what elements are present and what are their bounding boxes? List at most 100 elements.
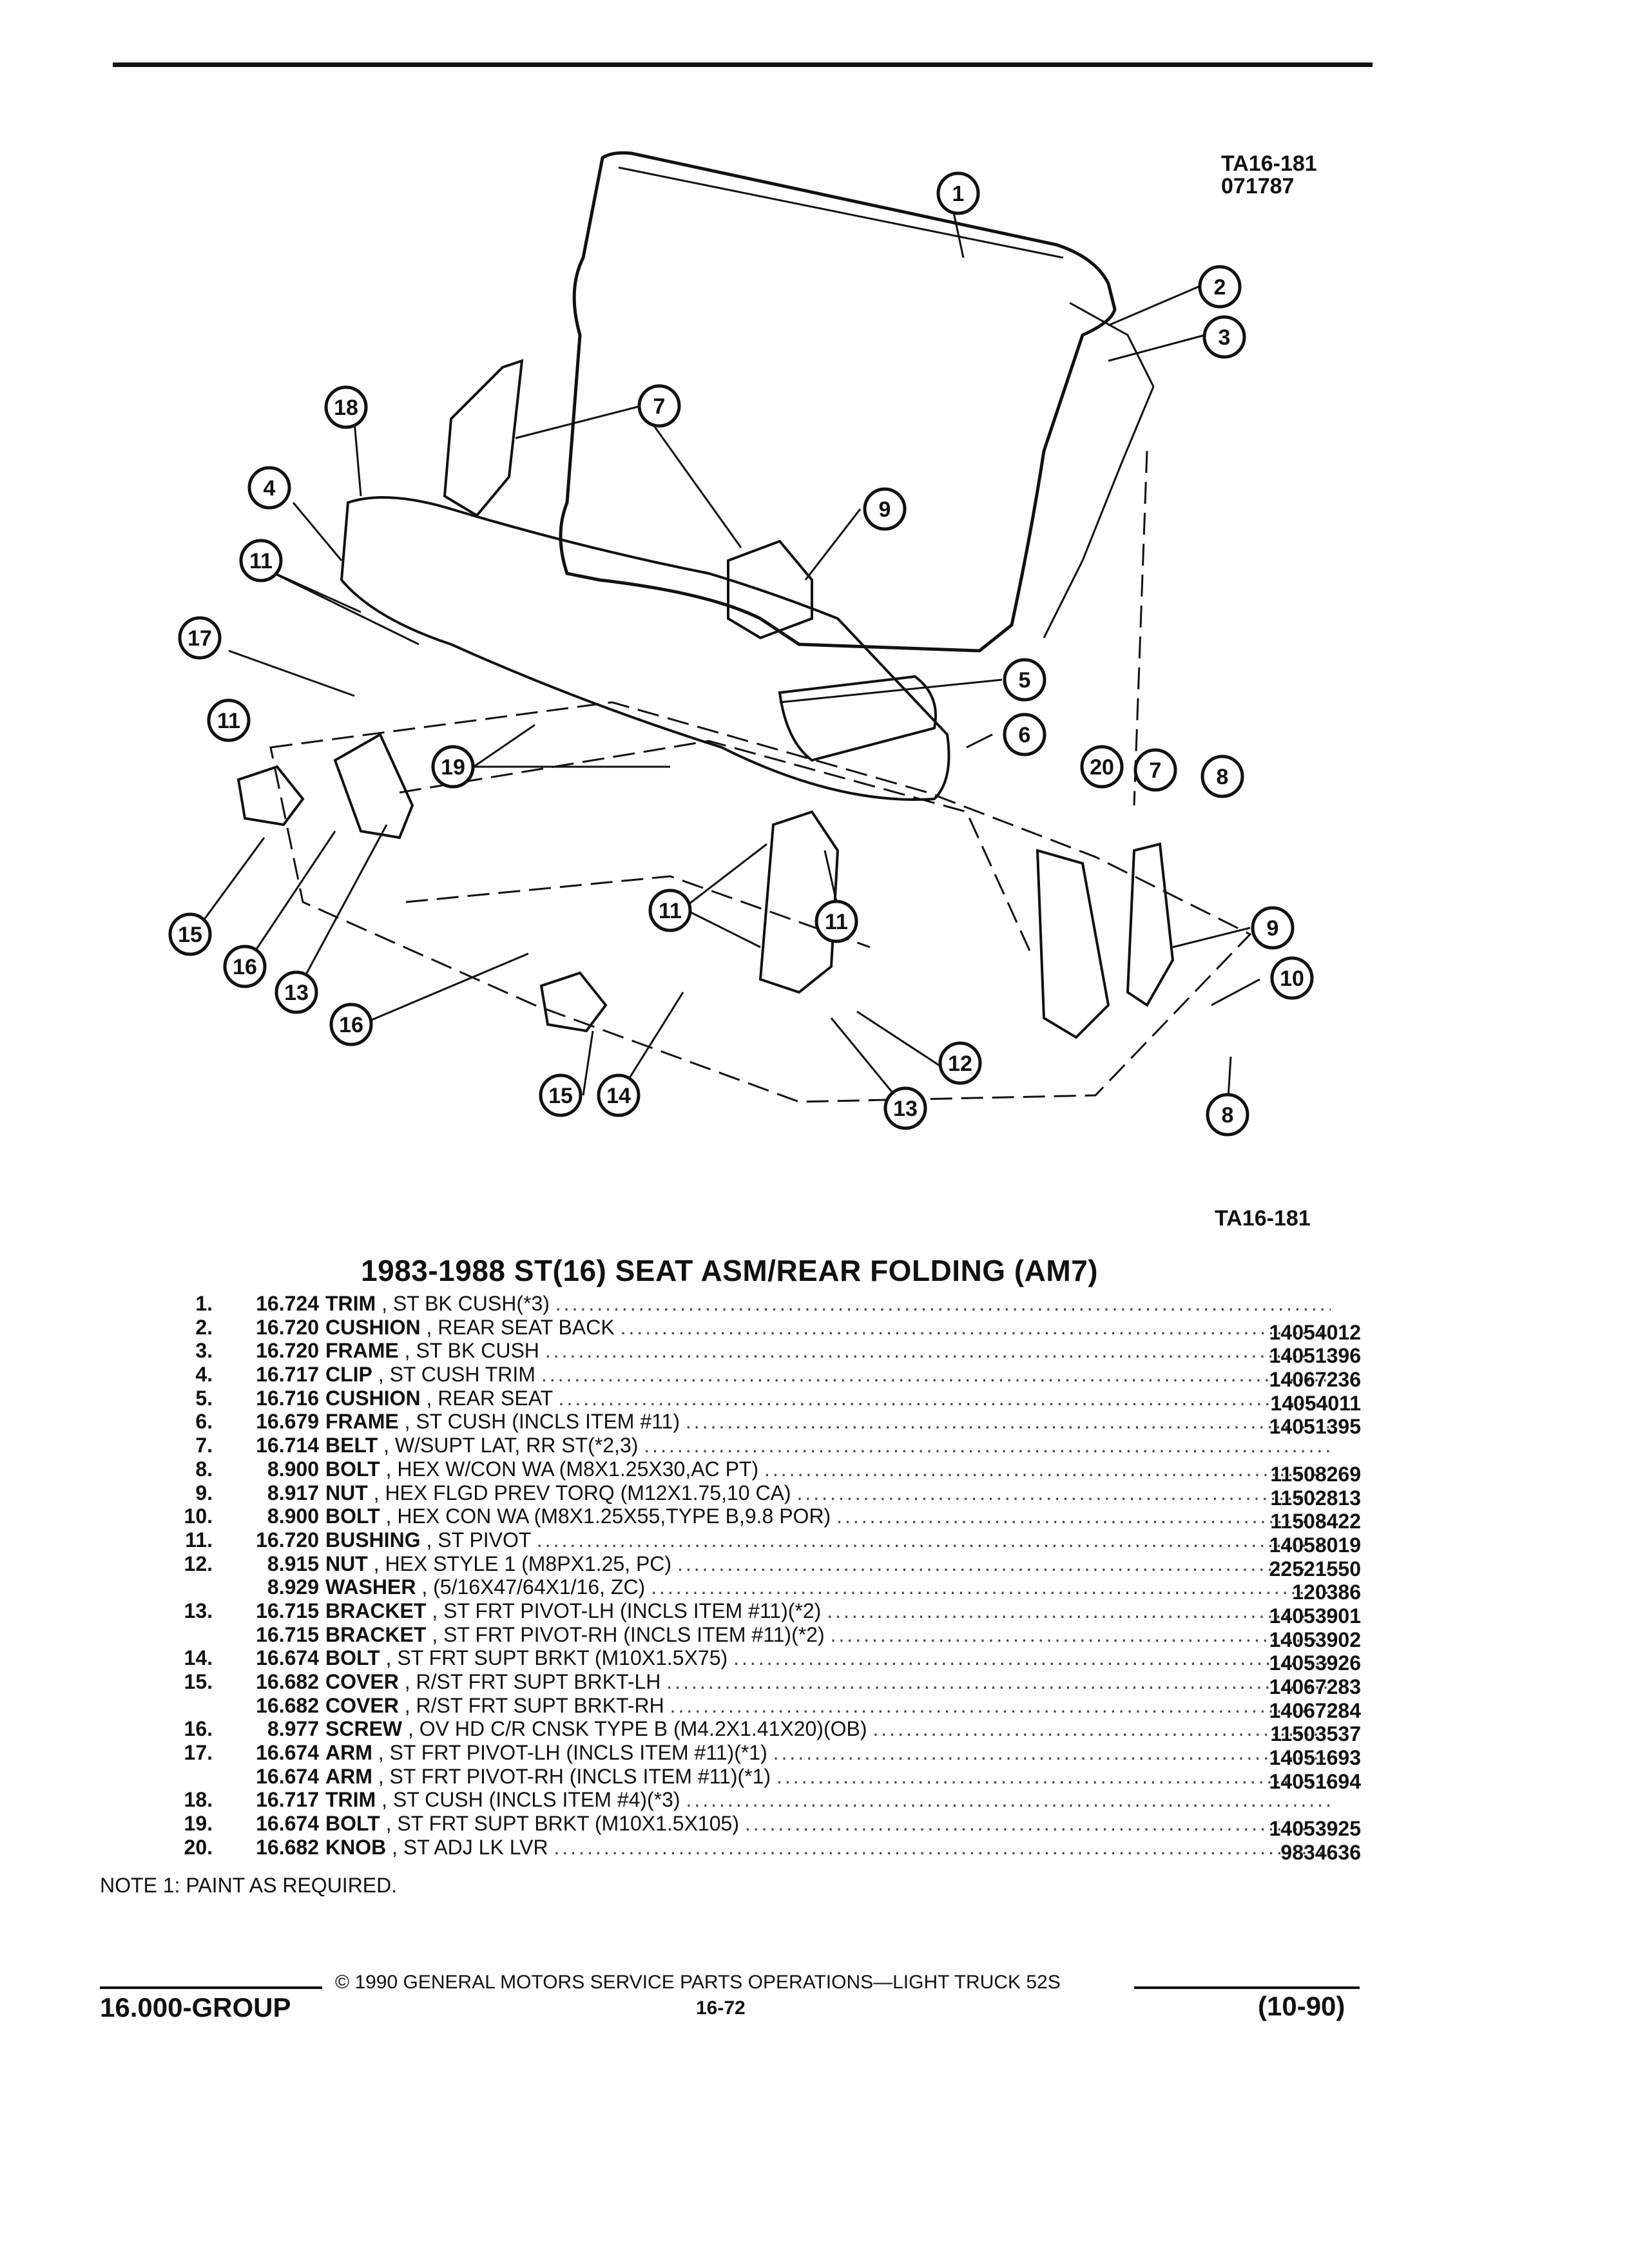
callout-14: 14 <box>597 1073 641 1117</box>
part-description: KNOB , ST ADJ LK LVR ...................… <box>325 1835 1331 1859</box>
group-number: 16.720 <box>256 1339 319 1363</box>
group-number: 8.977 <box>267 1717 319 1741</box>
group-number: 16.674 <box>256 1741 319 1765</box>
svg-text:11: 11 <box>217 709 240 733</box>
part-number: 11503537 <box>1270 1722 1361 1746</box>
item-number: 11. <box>185 1528 213 1552</box>
item-number: 4. <box>195 1363 213 1387</box>
callout-19: 19 <box>431 745 475 789</box>
callout-3: 3 <box>1202 315 1246 359</box>
callout-11: 11 <box>207 698 251 742</box>
svg-text:15: 15 <box>178 923 202 947</box>
item-number: 1. <box>195 1292 213 1315</box>
callout-17: 17 <box>178 616 222 660</box>
part-number: 14051693 <box>1269 1746 1361 1770</box>
leader-lines <box>192 212 1260 1109</box>
part-description: BRACKET , ST FRT PIVOT-LH (INCLS ITEM #1… <box>325 1599 1331 1622</box>
callout-16: 16 <box>223 945 267 988</box>
svg-text:12: 12 <box>948 1052 972 1076</box>
svg-text:11: 11 <box>659 899 682 923</box>
part-number: 11508269 <box>1270 1462 1361 1486</box>
callout-13: 13 <box>275 970 318 1014</box>
group-number: 16.679 <box>256 1410 319 1434</box>
group-number: 8.915 <box>267 1552 319 1575</box>
part-description: NUT , HEX STYLE 1 (M8PX1.25, PC) .......… <box>325 1552 1331 1575</box>
part-description: NUT , HEX FLGD PREV TORQ (M12X1.75,10 CA… <box>325 1481 1331 1504</box>
group-number: 16.717 <box>256 1788 319 1812</box>
part-description: CUSHION , REAR SEAT BACK ...............… <box>325 1315 1331 1339</box>
callout-6: 6 <box>1003 713 1046 756</box>
item-number: 14. <box>184 1646 213 1670</box>
part-number: 14067283 <box>1269 1675 1361 1698</box>
item-number: 8. <box>195 1457 213 1481</box>
part-description: CLIP , ST CUSH TRIM ....................… <box>325 1363 1331 1387</box>
svg-text:3: 3 <box>1219 325 1231 350</box>
part-description: BOLT , HEX CON WA (M8X1.25X55,TYPE B,9.8… <box>325 1504 1331 1528</box>
item-number: 10. <box>184 1504 213 1528</box>
part-description: BUSHING , ST PIVOT .....................… <box>325 1528 1331 1552</box>
svg-text:1: 1 <box>952 182 965 206</box>
item-number: 20. <box>184 1835 213 1859</box>
part-description: COVER , R/ST FRT SUPT BRKT-RH ..........… <box>325 1693 1331 1717</box>
callout-13: 13 <box>883 1086 927 1130</box>
part-number: 14053926 <box>1269 1651 1361 1675</box>
page-title: 1983-1988 ST(16) SEAT ASM/REAR FOLDING (… <box>361 1254 1099 1287</box>
part-number: 14051395 <box>1269 1415 1361 1439</box>
group-number: 16.717 <box>256 1363 319 1387</box>
part-description: CUSHION , REAR SEAT ....................… <box>325 1386 1331 1410</box>
callout-15: 15 <box>168 912 212 956</box>
item-number: 19. <box>184 1812 213 1836</box>
part-description: BOLT , HEX W/CON WA (M8X1.25X30,AC PT) .… <box>325 1457 1331 1481</box>
part-description: TRIM , ST BK CUSH(*3) ..................… <box>325 1292 1331 1315</box>
group-number: 16.716 <box>256 1386 319 1410</box>
part-description: ARM , ST FRT PIVOT-RH (INCLS ITEM #11)(*… <box>325 1764 1331 1788</box>
group-number: 16.674 <box>256 1764 319 1788</box>
callout-5: 5 <box>1003 658 1046 702</box>
part-number: 14053925 <box>1269 1817 1361 1841</box>
item-number: 7. <box>195 1434 213 1457</box>
group-number: 8.917 <box>267 1481 319 1504</box>
callout-20: 20 <box>1080 745 1124 789</box>
part-description: FRAME , ST CUSH (INCLS ITEM #11) .......… <box>325 1410 1331 1434</box>
callout-9: 9 <box>863 487 907 531</box>
part-description: BRACKET , ST FRT PIVOT-RH (INCLS ITEM #1… <box>325 1622 1331 1646</box>
svg-text:8: 8 <box>1217 765 1229 789</box>
footer-group: 16.000-GROUP <box>100 1992 291 2023</box>
svg-text:13: 13 <box>284 981 309 1005</box>
svg-text:7: 7 <box>1150 758 1162 783</box>
svg-text:11: 11 <box>249 549 273 573</box>
item-number: 16. <box>184 1717 213 1741</box>
part-description: SCREW , OV HD C/R CNSK TYPE B (M4.2X1.41… <box>325 1717 1331 1741</box>
item-number: 9. <box>195 1481 213 1504</box>
svg-text:5: 5 <box>1019 668 1031 693</box>
svg-text:6: 6 <box>1019 723 1031 747</box>
callout-10: 10 <box>1270 956 1314 1000</box>
hardware-outlines <box>236 359 1175 1039</box>
item-number: 17. <box>184 1741 213 1765</box>
callout-12: 12 <box>938 1041 982 1085</box>
svg-text:15: 15 <box>548 1084 573 1108</box>
svg-text:10: 10 <box>1280 966 1304 991</box>
part-description: BELT , W/SUPT LAT, RR ST(*2,3) .........… <box>325 1434 1331 1457</box>
part-number: 14053902 <box>1269 1628 1361 1651</box>
seat-cushion-outline <box>340 496 950 801</box>
figure-ref-top: TA16-181 <box>1221 151 1317 176</box>
svg-text:19: 19 <box>441 755 465 780</box>
part-number: 14054012 <box>1269 1320 1361 1344</box>
group-number: 16.674 <box>256 1646 319 1670</box>
callout-8: 8 <box>1200 754 1244 798</box>
group-number: 16.720 <box>256 1315 319 1339</box>
svg-text:16: 16 <box>233 955 257 979</box>
footer-rule-right <box>1134 1986 1360 1989</box>
